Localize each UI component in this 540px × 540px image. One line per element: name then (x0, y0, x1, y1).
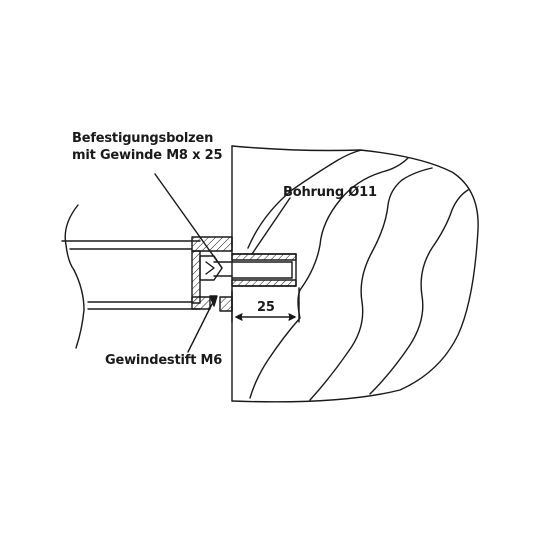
leader-bore (251, 197, 291, 255)
set-screw (209, 295, 218, 307)
label-bolt-line1: Befestigungsbolzen (72, 131, 214, 146)
end-cap-wall (191, 250, 201, 304)
label-bore: Bohrung Ø11 (283, 185, 377, 200)
bolt-head (199, 255, 223, 281)
label-set-screw: Gewindestift M6 (105, 353, 223, 368)
wood-grain-1 (247, 149, 363, 249)
end-cap-top (191, 236, 233, 252)
tube-break-line-top (64, 204, 79, 271)
thread-bottom (231, 279, 297, 287)
end-cap-bottom-right (219, 296, 233, 312)
label-bolt: Befestigungsbolzen mit Gewinde M8 x 25 (72, 130, 223, 164)
label-bolt-line2: mit Gewinde M8 x 25 (72, 148, 223, 163)
wood-grain-3 (309, 167, 433, 401)
thread-top (231, 253, 297, 261)
leader-bolt (154, 173, 223, 269)
label-dimension: 25 (257, 300, 275, 315)
dimension-arrow-right (288, 313, 296, 321)
wood-grain-4 (369, 189, 469, 395)
wood-grain-2 (249, 157, 409, 399)
bolt-head-inner (205, 261, 215, 275)
dimension-arrow-left (235, 313, 243, 321)
end-cap-bottom-left (191, 296, 211, 310)
tube-break-line-bottom (73, 269, 85, 349)
leader-set-screw (187, 303, 213, 353)
